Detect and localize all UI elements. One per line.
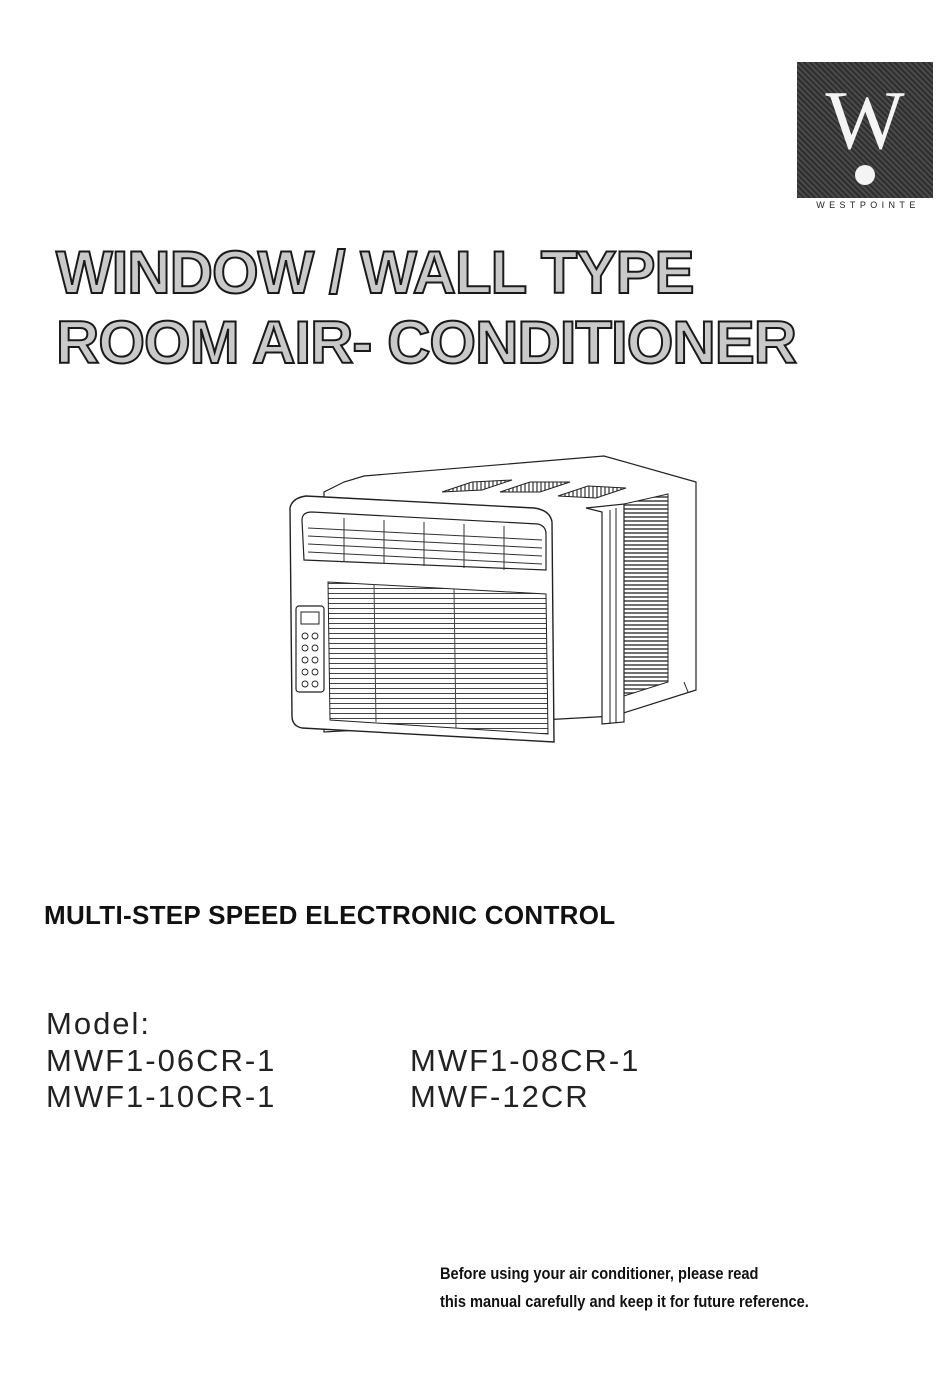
model-item: MWF1-06CR-1 (46, 1043, 276, 1079)
model-label: Model: (46, 1006, 151, 1042)
model-item: MWF1-08CR-1 (410, 1043, 640, 1079)
usage-note-line-1: Before using your air conditioner, pleas… (440, 1260, 809, 1288)
logo-dot (855, 165, 875, 185)
logo-letter: W (797, 76, 933, 166)
model-item: MWF1-10CR-1 (46, 1079, 276, 1115)
usage-note: Before using your air conditioner, pleas… (440, 1260, 809, 1316)
model-item: MWF-12CR (410, 1079, 590, 1115)
air-conditioner-illustration (284, 452, 704, 752)
feature-subtitle: MULTI-STEP SPEED ELECTRONIC CONTROL (44, 900, 615, 931)
usage-note-line-2: this manual carefully and keep it for fu… (440, 1288, 809, 1316)
page-title-line-1: WINDOW / WALL TYPE (56, 238, 694, 308)
page-title-line-2: ROOM AIR- CONDITIONER (56, 308, 796, 378)
brand-logo: W (797, 62, 933, 198)
brand-name: WESTPOINTE (797, 200, 939, 210)
